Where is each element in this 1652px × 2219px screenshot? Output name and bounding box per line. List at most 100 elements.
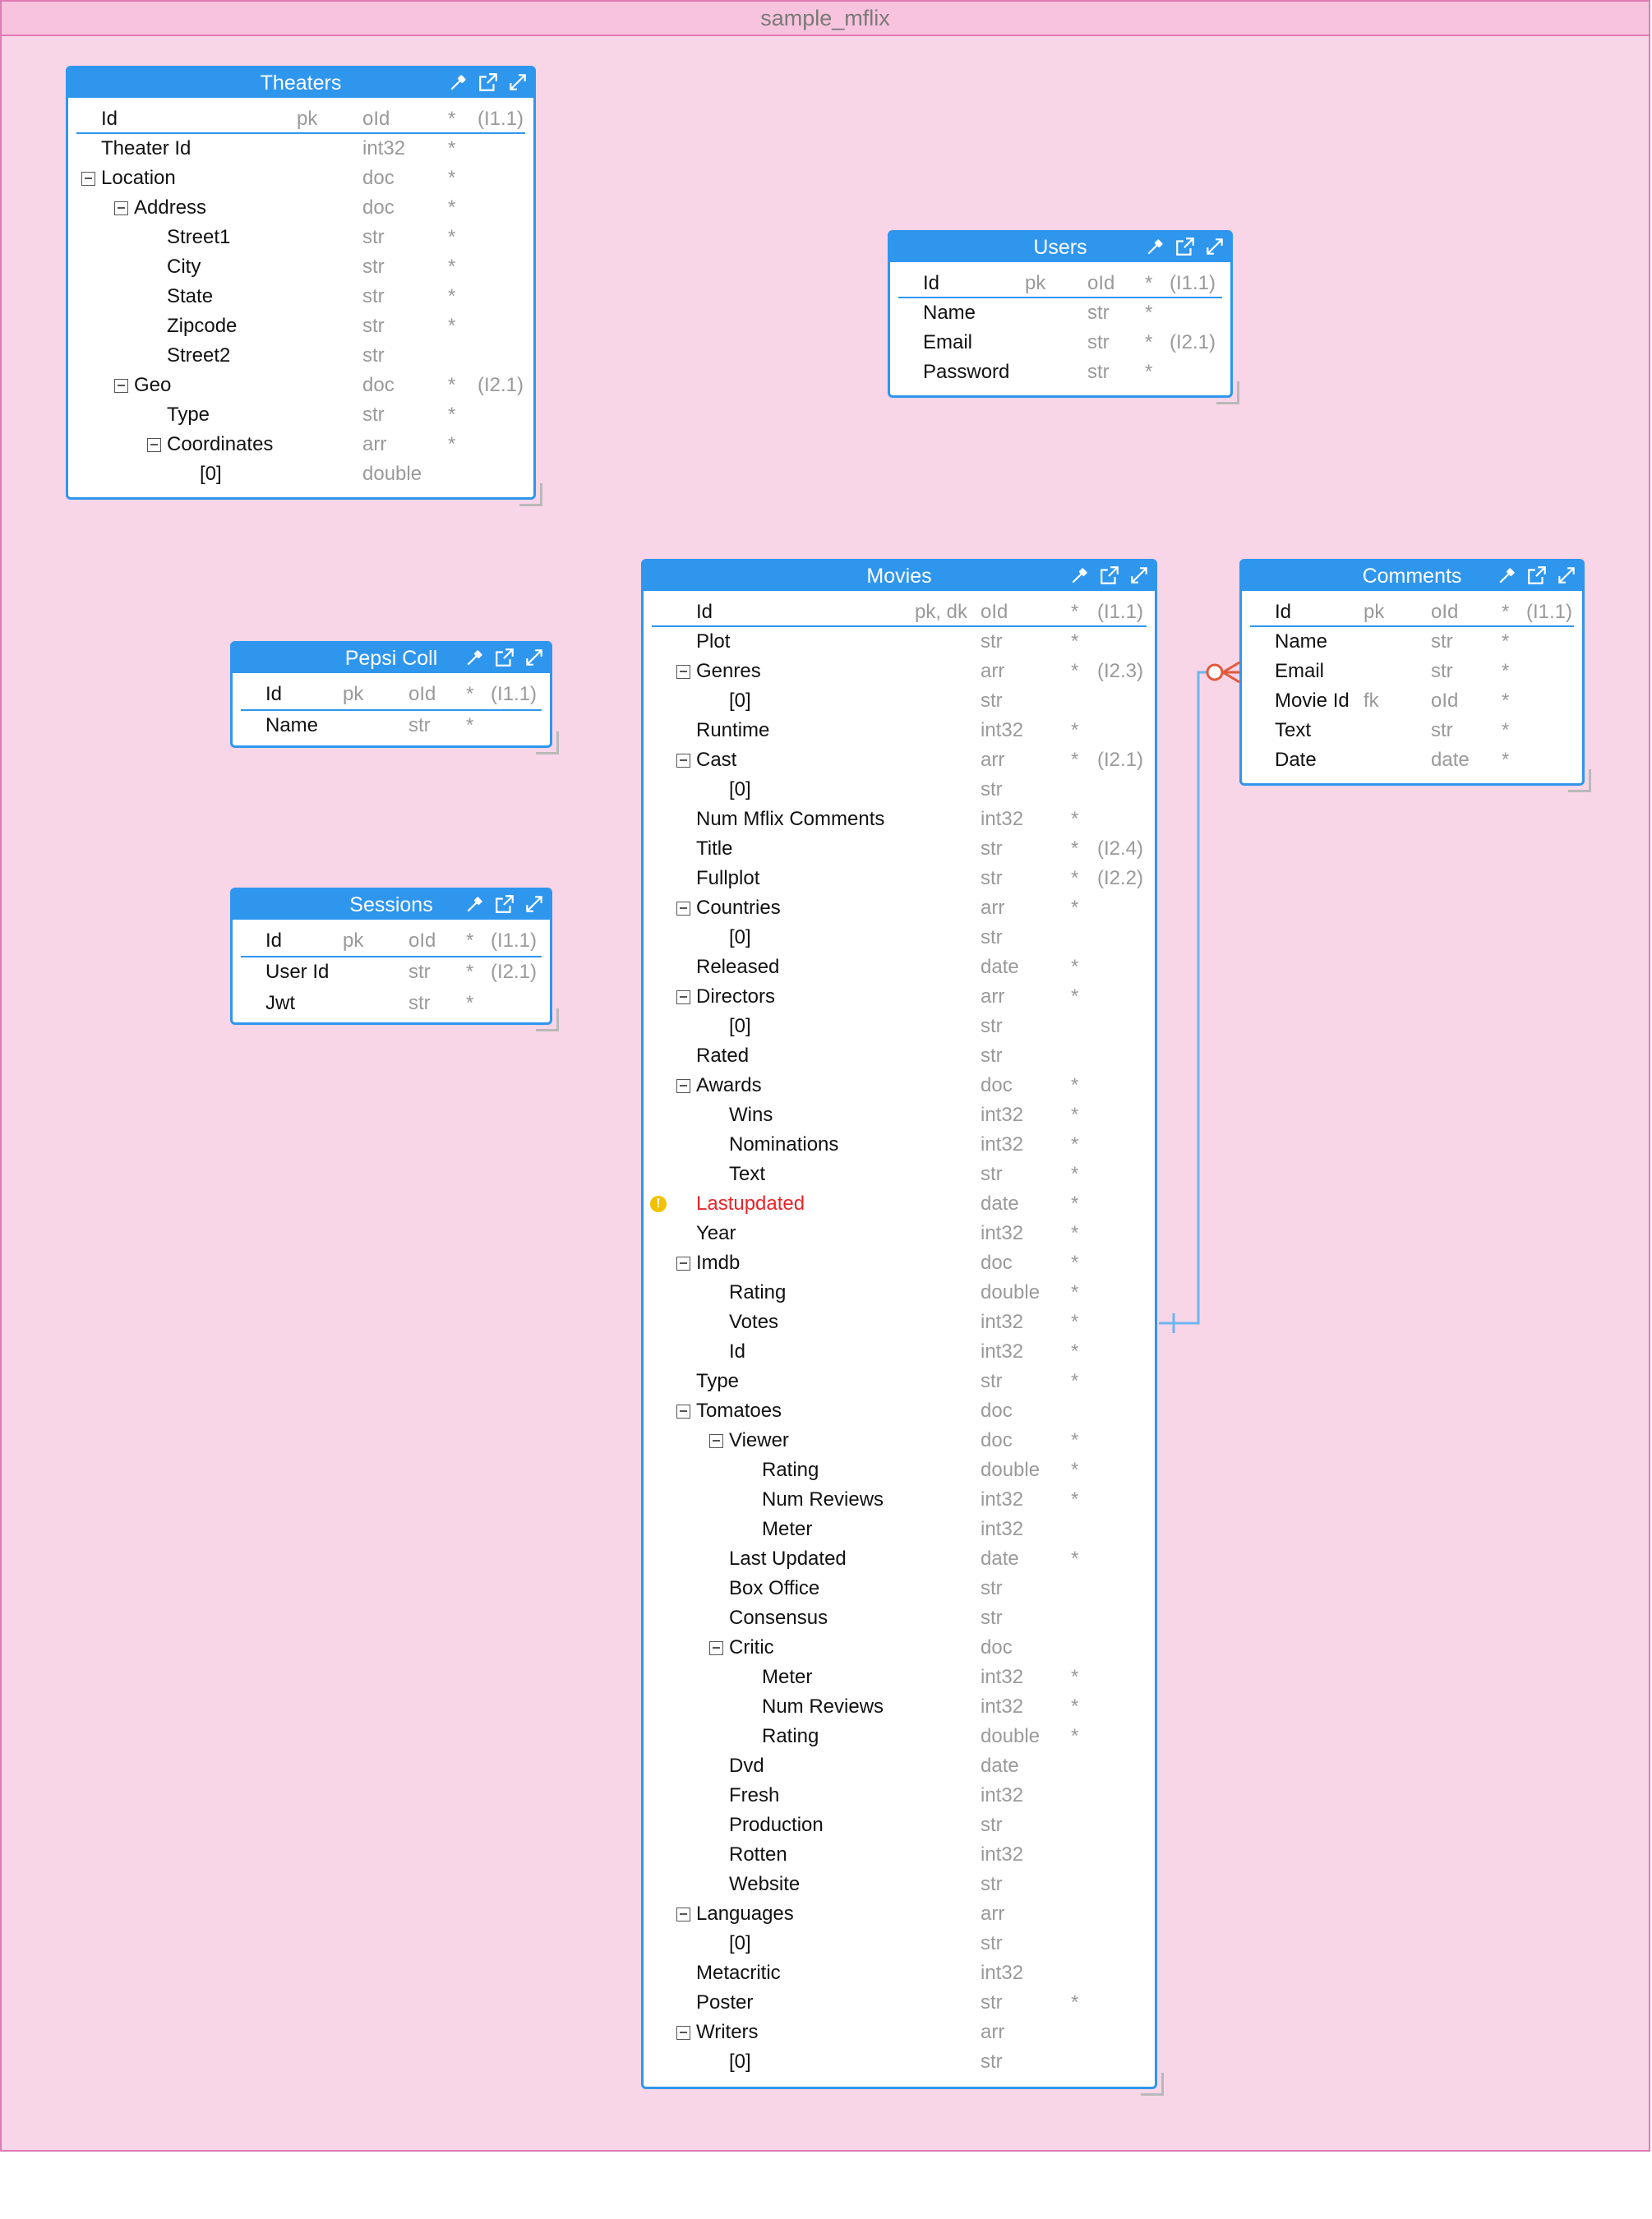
open-external-icon[interactable]: [494, 893, 515, 915]
collapse-toggle-icon[interactable]: [114, 201, 128, 215]
open-external-icon[interactable]: [1526, 565, 1548, 586]
resize-handle[interactable]: [536, 1008, 559, 1031]
eyedropper-icon[interactable]: [464, 893, 486, 915]
resize-handle[interactable]: [1568, 769, 1591, 792]
field-row[interactable]: [0]str: [644, 2047, 1155, 2077]
collapse-toggle-icon[interactable]: [676, 1257, 690, 1271]
field-row[interactable]: [0]str: [644, 1012, 1155, 1041]
expand-icon[interactable]: [1204, 236, 1225, 257]
resize-handle[interactable]: [1141, 2073, 1164, 2096]
collapse-toggle-icon[interactable]: [114, 379, 128, 393]
eyedropper-icon[interactable]: [464, 647, 486, 668]
field-row[interactable]: [0]double: [68, 459, 533, 489]
collapse-toggle-icon[interactable]: [676, 665, 690, 679]
resize-handle[interactable]: [519, 483, 542, 506]
table-header[interactable]: Pepsi Coll: [233, 644, 550, 673]
collapse-toggle-icon[interactable]: [709, 1641, 723, 1655]
collapse-toggle-icon[interactable]: [709, 1434, 723, 1448]
table-header[interactable]: Sessions: [233, 890, 550, 920]
field-row[interactable]: [0]str: [644, 775, 1155, 805]
open-external-icon[interactable]: [1099, 565, 1120, 586]
expand-icon[interactable]: [524, 893, 545, 915]
collapse-toggle-icon[interactable]: [676, 1405, 690, 1419]
expand-icon[interactable]: [524, 647, 545, 668]
collapse-toggle-icon[interactable]: [147, 438, 161, 452]
collapse-toggle-icon[interactable]: [676, 1908, 690, 1921]
table-header[interactable]: Movies: [644, 561, 1155, 591]
collapse-toggle-icon[interactable]: [81, 172, 95, 186]
eyedropper-icon[interactable]: [448, 72, 469, 93]
open-external-icon[interactable]: [1174, 236, 1196, 257]
eyedropper-icon[interactable]: [1145, 236, 1166, 257]
field-row[interactable]: [0]str: [644, 1929, 1155, 1958]
field-row[interactable]: [0]str: [644, 923, 1155, 953]
table-header[interactable]: Users: [890, 233, 1230, 262]
resize-handle[interactable]: [1216, 381, 1239, 404]
collapse-toggle-icon[interactable]: [676, 754, 690, 768]
expand-icon[interactable]: [1128, 565, 1150, 586]
